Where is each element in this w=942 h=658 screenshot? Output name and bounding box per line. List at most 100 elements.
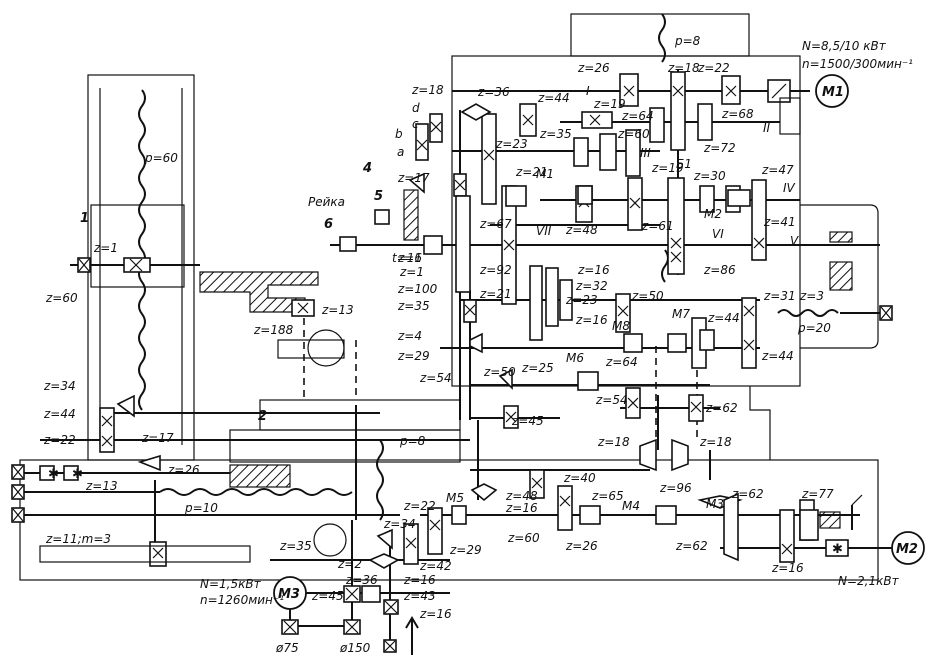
clutches [423, 185, 819, 541]
labels: p=8 N=8,5/10 кВт n=1500/300мин⁻¹ M1 M2 M… [43, 34, 918, 655]
gear-label: z=29 [449, 543, 482, 557]
gear-label: z=62 [705, 401, 738, 415]
gear-label: z=100 [397, 282, 438, 296]
speed-m1: n=1500/300мин⁻¹ [802, 57, 913, 71]
gear-blocks [11, 71, 893, 653]
gear-label: z=62 [675, 539, 708, 553]
gear-label: z=16 [575, 313, 608, 327]
gear-label: z=43 [403, 589, 436, 603]
column-lead-screw [138, 89, 146, 411]
pitch-right: p=20 [797, 321, 831, 335]
gear-label: z=54 [595, 393, 628, 407]
item-5-label: 5 [374, 189, 383, 204]
pitch-top: p=8 [674, 34, 701, 48]
gear-label: z=18 [597, 435, 630, 449]
gear-label: z=2 [337, 557, 362, 571]
clutch-m1-label: M1 [536, 167, 554, 181]
motor-m2-label: M2 [896, 542, 918, 557]
pitch-column: p=60 [144, 151, 178, 165]
headstock-1 [90, 204, 185, 288]
gear-label: z=44 [761, 349, 794, 363]
gear-label: z=16 [771, 561, 804, 575]
gear-label: z=40 [563, 471, 596, 485]
bevel-gears [116, 103, 743, 569]
top-housing [570, 13, 750, 57]
t16-label: t=16 [392, 251, 422, 265]
motor-m1-icon [815, 74, 849, 108]
clutch-m6-label: M6 [566, 351, 584, 365]
gear-label: z=34 [383, 517, 416, 531]
saddle [259, 399, 461, 431]
gear-label: z=48 [565, 223, 598, 237]
gear-label: z=35 [539, 127, 572, 141]
gear-label: z=16 [577, 263, 610, 277]
gear-label: z=47 [761, 163, 794, 177]
gear-label: z=13 [85, 479, 118, 493]
gear-label: z=21 [515, 165, 548, 179]
clutch-m7-label: M7 [672, 307, 690, 321]
clutch-m4-label: M4 [622, 499, 640, 513]
gear-label: z=32 [575, 279, 608, 293]
gear-label: z=54 [419, 371, 452, 385]
gear-label: z=60 [617, 127, 650, 141]
z1b-label: z=1 [399, 265, 424, 279]
gear-label: z=96 [659, 481, 692, 495]
gear-label: z=30 [693, 169, 726, 183]
shaft-II-label: II [763, 121, 771, 135]
gear-label: z=1 [397, 251, 422, 265]
item-6 [339, 236, 357, 252]
gear-label: z=22 [403, 499, 436, 513]
gear-label: z=44 [707, 311, 740, 325]
gear-label: z=23 [495, 137, 528, 151]
gear-label: z=68 [721, 107, 754, 121]
gear-label: z=13 [321, 303, 354, 317]
gear-label: z=3 [799, 289, 824, 303]
item-6-label: 6 [324, 217, 333, 232]
pitch-mid: p=8 [399, 434, 426, 448]
gear-label: z=16 [419, 607, 452, 621]
svg-text:✱: ✱ [48, 467, 59, 482]
gear-label: z=16 [505, 501, 538, 515]
gear-label: z=4 [397, 329, 422, 343]
gear-label: z=1 [93, 241, 118, 255]
letter-d: d [412, 101, 420, 115]
gear-label: z=36 [345, 573, 378, 587]
shaft-IV-label: IV [783, 181, 796, 195]
rack-gear-label: z=11;m=3 [45, 532, 111, 546]
gear-label: z=22 [43, 433, 76, 447]
shaft-V-label: V [790, 234, 799, 248]
gear-label: z=60 [507, 531, 540, 545]
power-m3: N=1,5кВт [200, 577, 262, 591]
pitch-bed: p=10 [184, 501, 218, 515]
gear-label: z=22 [697, 61, 730, 75]
rack-block [403, 189, 419, 241]
gear-label: z=29 [397, 349, 430, 363]
feed-arrow [405, 616, 419, 655]
letter-c: c [412, 117, 419, 131]
table-nut [229, 464, 291, 488]
shaft-VII-label: VII [536, 224, 552, 238]
gear-label: z=41 [763, 215, 796, 229]
gear-label: z=64 [621, 109, 654, 123]
gear-label: z=50 [631, 289, 664, 303]
gear-label: z=42 [419, 559, 452, 573]
gear-label: z=35 [397, 299, 430, 313]
motor-m3-label: M3 [278, 587, 300, 602]
gear-label: z=18 [411, 83, 444, 97]
clutch-m5-label: M5 [446, 491, 464, 505]
gear-label: z=18 [667, 61, 700, 75]
rack-item-5 [374, 209, 390, 225]
motor-m3-icon [273, 576, 307, 610]
gear-label: z=35 [279, 539, 312, 553]
gear-label: z=61 [641, 219, 674, 233]
gear-label: z=17 [397, 171, 430, 185]
gear-label: z=21 [479, 287, 512, 301]
right-housing [800, 204, 879, 349]
workpiece-bracket [199, 271, 319, 313]
gear-label: z=50 [483, 365, 516, 379]
letter-a: a [397, 145, 404, 159]
gear-label: z=17 [141, 431, 174, 445]
svg-text:✱: ✱ [72, 467, 83, 482]
gear-label: z=44 [537, 91, 570, 105]
